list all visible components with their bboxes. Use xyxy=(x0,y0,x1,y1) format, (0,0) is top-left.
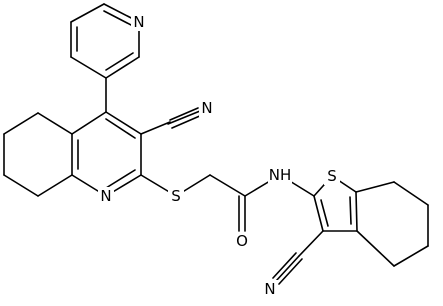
nitrile-top xyxy=(140,107,203,135)
thioether-linker xyxy=(140,174,246,197)
tetrahydro-ring-right xyxy=(355,181,429,267)
atom-label-n-pyridine: N xyxy=(133,13,144,31)
pyridine-ring xyxy=(70,3,140,79)
nitrile-bottom xyxy=(272,230,324,285)
atom-label-n-nitrile-top: N xyxy=(201,99,212,117)
atom-label-n-amide: NH xyxy=(269,166,292,184)
quinoline-aromatic-ring xyxy=(71,111,142,197)
atom-n-amide: NH xyxy=(268,166,292,184)
atom-o-carbonyl: O xyxy=(234,232,250,250)
atom-s-thiophene: S xyxy=(324,167,340,185)
atom-label-s-thioether: S xyxy=(171,187,181,205)
atom-label-n-quinoline: N xyxy=(100,187,111,205)
tetrahydro-ring-left xyxy=(3,112,73,197)
atom-n-pyridine: N xyxy=(131,13,147,31)
atom-n-quinoline: N xyxy=(98,187,114,205)
atom-n-nitrile-bottom: N xyxy=(262,280,278,298)
atom-label-s-thiophene: S xyxy=(327,167,337,185)
atom-n-nitrile-top: N xyxy=(199,99,215,117)
atom-label-n-nitrile-bottom: N xyxy=(264,280,275,298)
atom-label-o-carbonyl: O xyxy=(236,232,248,250)
atom-s-thioether: S xyxy=(168,187,184,205)
